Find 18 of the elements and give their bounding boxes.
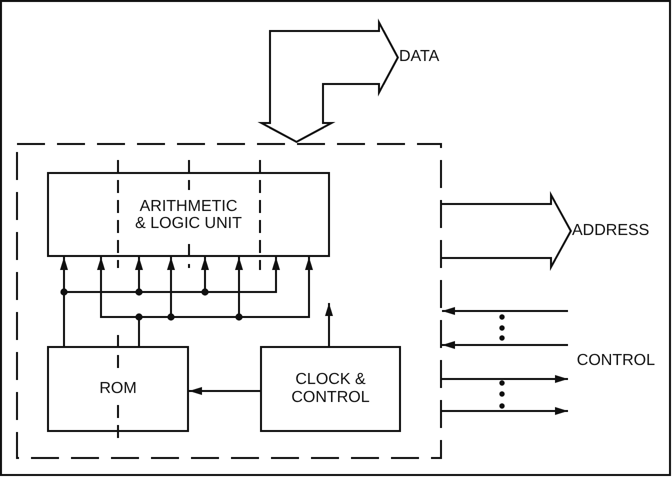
bus-label: ADDRESS — [572, 222, 650, 240]
signal-arrow — [442, 341, 568, 349]
block-label: ARITHMETIC & LOGIC UNIT — [134, 198, 242, 232]
bus-arrow — [442, 191, 572, 271]
function-block — [260, 346, 401, 432]
chip-boundary — [16, 143, 442, 459]
signal-arrow — [189, 387, 260, 395]
bus-arrow — [258, 18, 399, 143]
signal-arrow — [442, 407, 568, 415]
function-block — [47, 172, 330, 257]
function-block — [47, 346, 189, 432]
signal-arrow — [442, 375, 568, 383]
signal-arrow — [325, 303, 333, 346]
bus-label: DATA — [399, 48, 440, 66]
bus-label: CONTROL — [576, 352, 655, 370]
block-label: CLOCK & CONTROL — [290, 371, 371, 407]
block-label: ROM — [99, 380, 137, 398]
signal-arrow — [442, 307, 568, 315]
